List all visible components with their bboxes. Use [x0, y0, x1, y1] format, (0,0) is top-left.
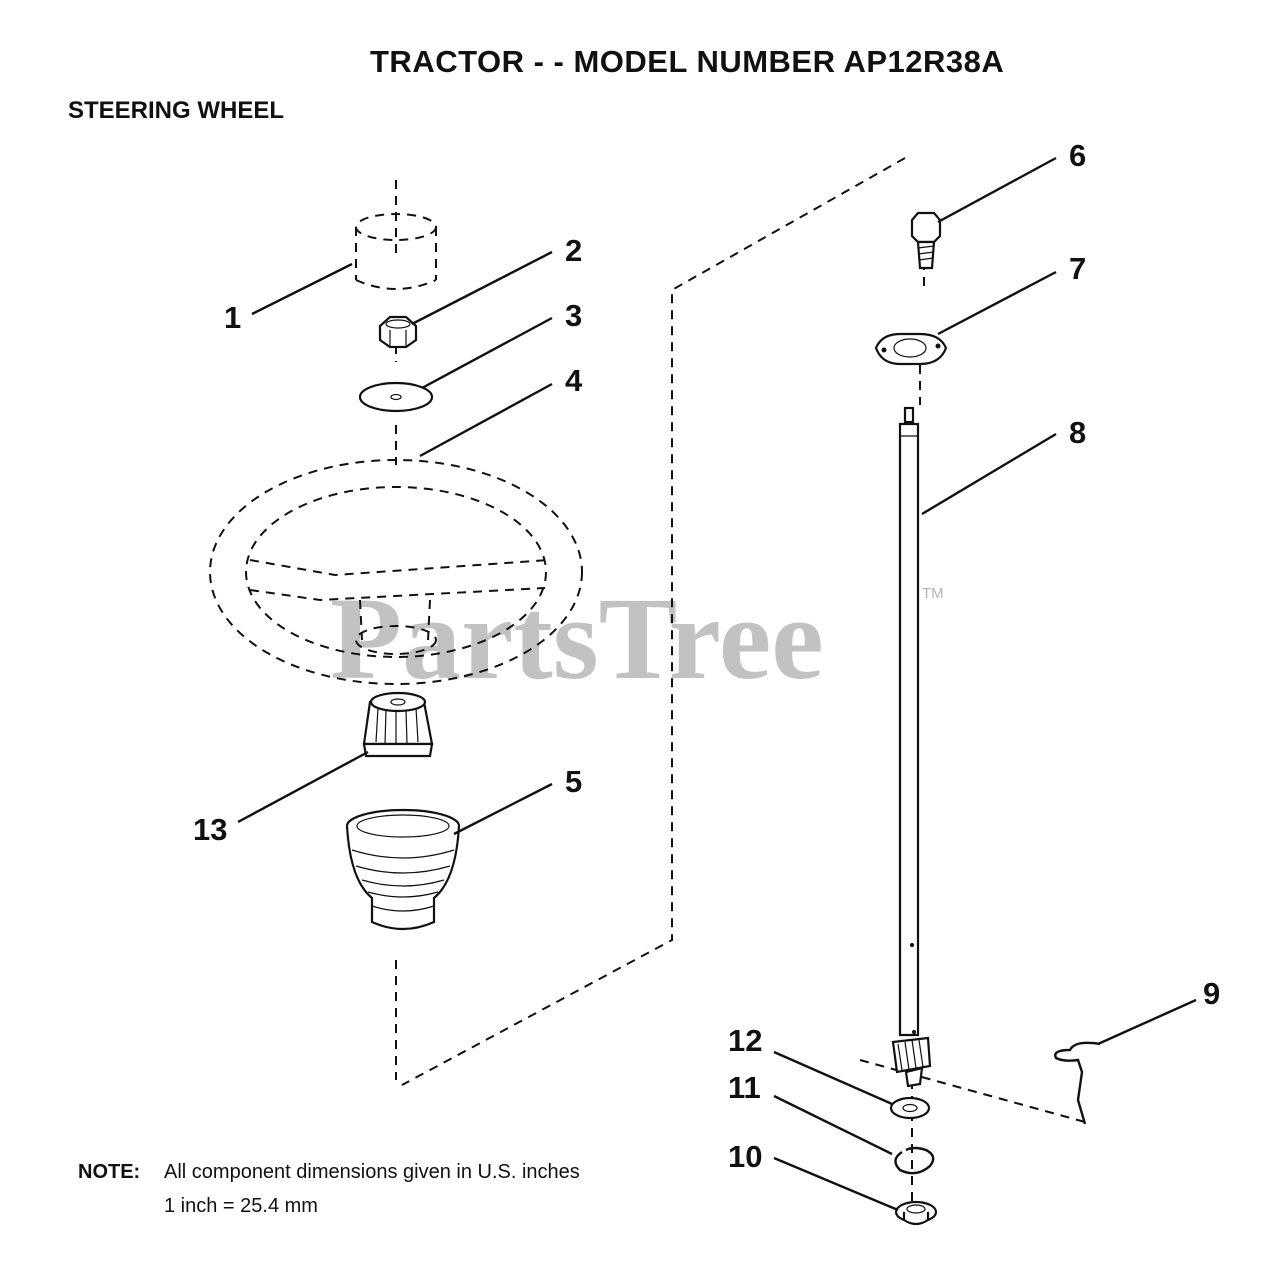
part-steering-wheel — [209, 459, 583, 685]
note-label: NOTE: — [78, 1161, 141, 1183]
callout-1: 1 — [224, 300, 241, 335]
callout-labels: 1 2 3 4 5 6 7 8 9 10 11 12 13 — [193, 138, 1220, 1174]
callout-2: 2 — [565, 233, 582, 268]
watermark-trademark: TM — [922, 585, 944, 602]
part-flange — [874, 332, 948, 366]
part-cap-nut — [894, 1200, 938, 1226]
callout-4: 4 — [565, 363, 583, 398]
part-nut — [378, 315, 418, 349]
callout-8: 8 — [1069, 415, 1086, 450]
callout-6: 6 — [1069, 138, 1086, 173]
callout-5: 5 — [565, 764, 582, 799]
callout-12: 12 — [728, 1023, 762, 1058]
part-cap — [355, 213, 437, 290]
callout-7: 7 — [1069, 251, 1086, 286]
part-washer — [358, 381, 434, 413]
note-line-2: 1 inch = 25.4 mm — [164, 1195, 318, 1217]
callout-9: 9 — [1203, 976, 1220, 1011]
part-pinion-gear — [891, 1036, 932, 1088]
leader-lines — [237, 156, 1197, 1212]
callout-13: 13 — [193, 812, 227, 847]
part-retaining-ring — [894, 1146, 935, 1175]
part-boot — [345, 808, 461, 931]
part-steering-shaft — [898, 406, 920, 1037]
dimensions-note: NOTE: All component dimensions given in U… — [78, 1155, 580, 1223]
part-flat-washer — [889, 1096, 931, 1120]
part-bolt — [910, 211, 942, 270]
callout-10: 10 — [728, 1139, 762, 1174]
note-line-1: All component dimensions given in U.S. i… — [164, 1161, 580, 1183]
watermark: PartsTree TM — [330, 573, 944, 704]
part-hairpin — [1054, 1041, 1101, 1125]
section-title: STEERING WHEEL — [68, 97, 285, 124]
part-hub-adapter — [362, 691, 434, 758]
callout-3: 3 — [565, 298, 582, 333]
page-title: TRACTOR - - MODEL NUMBER AP12R38A — [370, 44, 1005, 79]
callout-11: 11 — [728, 1070, 761, 1105]
